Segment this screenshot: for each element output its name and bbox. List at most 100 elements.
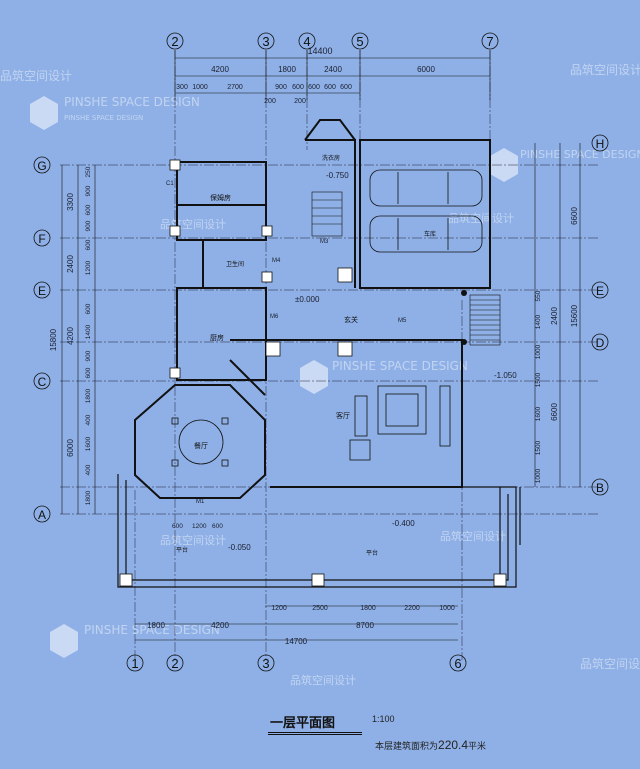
axis-bottom-1: 1 [131, 656, 138, 671]
dim-left-r2-2: 400 [85, 464, 92, 475]
dim-right-1: 6600 [570, 207, 579, 225]
floor-area-unit: 平米 [468, 742, 487, 752]
wm-text-6: 品筑空间设计 [440, 529, 506, 543]
wm-logo-text-1: PINSHE SPACE DESIGN [64, 95, 200, 109]
dim-right-r2-6: 1500 [535, 440, 542, 455]
dim-left-r2-11: 600 [85, 239, 92, 250]
axis-top-7: 7 [486, 34, 493, 49]
dim-left-r2-15: 250 [85, 166, 92, 177]
columns [119, 159, 507, 587]
stairs [311, 191, 501, 346]
dim-top-r2-3: 2700 [227, 84, 243, 91]
dim-left-r2-5: 1800 [85, 388, 92, 403]
top-dimensions [174, 50, 491, 100]
dim-right-r2-3: 1000 [535, 344, 542, 359]
axis-bubbles-left [33, 156, 51, 523]
dim-top-3: 2400 [324, 65, 342, 74]
dim-left-r2-13: 600 [85, 204, 92, 215]
room-garage: 车库 [424, 230, 436, 238]
watermark-group: PINSHE SPACE DESIGN PINSHE SPACE DESIGN … [0, 62, 640, 687]
axis-top-5: 5 [356, 34, 363, 49]
room-kitchen: 厨房 [210, 333, 224, 342]
floor-area: 本层建筑面积为220.4平米 [375, 738, 486, 752]
axis-bubbles-bottom [126, 654, 467, 672]
building-walls [134, 119, 491, 499]
axis-right-E: E [596, 284, 604, 298]
dim-left-r2-1: 1800 [85, 490, 92, 505]
door-tag-m1: M1 [196, 499, 205, 505]
dim-top-r3-2: 200 [294, 98, 306, 105]
garage-cars [369, 169, 483, 253]
dim-top-r2-7: 600 [324, 84, 336, 91]
axis-top-2: 2 [171, 34, 178, 49]
axis-bottom-3: 3 [262, 656, 269, 671]
logo-cube-icon [50, 624, 78, 658]
dim-dining-2: 1200 [192, 523, 207, 530]
door-tag-m5: M5 [398, 318, 407, 324]
dim-top-2: 1800 [278, 65, 296, 74]
dim-bottom-r0-5: 1000 [439, 605, 455, 612]
axis-top-3: 3 [262, 34, 269, 49]
dim-left-r2-12: 900 [85, 220, 92, 231]
dim-left-r2-6: 600 [85, 367, 92, 378]
door-tag-m4: M4 [272, 258, 281, 264]
dim-top-r2-5: 600 [292, 84, 304, 91]
column-dot [461, 339, 467, 345]
dim-left-r2-4: 400 [85, 414, 92, 425]
dim-bottom-total: 14700 [285, 637, 308, 646]
room-terrace-left: 平台 [176, 546, 188, 554]
axis-right-H: H [596, 137, 605, 151]
drawing-scale: 1:100 [372, 714, 395, 724]
bottom-dimensions [135, 605, 458, 641]
logo-cube-icon [300, 360, 328, 394]
dim-left-total: 15800 [49, 328, 58, 351]
dim-right-r2-5: 1600 [535, 406, 542, 421]
dim-bottom-2: 4200 [211, 621, 229, 630]
axis-left-A: A [38, 508, 46, 522]
dim-bottom-r0-3: 1800 [360, 605, 376, 612]
title-underline [268, 732, 362, 733]
wm-logo-sub-1: PINSHE SPACE DESIGN [64, 114, 143, 122]
dim-left-r2-3: 1600 [85, 436, 92, 451]
dim-bottom-r0-4: 2200 [404, 605, 420, 612]
axis-left-G: G [37, 159, 46, 173]
axis-left-F: F [38, 232, 45, 246]
room-dining: 餐厅 [194, 441, 208, 450]
dim-top-r2-6: 600 [308, 84, 320, 91]
dim-left-1: 3300 [66, 193, 75, 211]
room-living: 客厅 [336, 411, 350, 420]
room-laundry: 洗衣房 [322, 154, 340, 162]
dim-right-r2-1: 550 [535, 290, 542, 301]
dim-right-r2-7: 1000 [535, 468, 542, 483]
wm-text-8: 品筑空间设计 [580, 656, 640, 671]
axis-left-E: E [38, 284, 46, 298]
door-tag-m6: M6 [270, 314, 279, 320]
dim-left-3: 4200 [66, 327, 75, 345]
axis-lines [60, 50, 600, 660]
level-ground: ±0.000 [295, 295, 320, 304]
wm-text-7: 品筑空间设计 [290, 673, 356, 687]
level-laundry: -0.750 [326, 171, 349, 180]
drawing-title: 一层平面图 [270, 716, 336, 731]
right-dimensions [534, 143, 581, 487]
wm-logo-text-4: PINSHE SPACE DESIGN [84, 623, 220, 637]
dim-left-r2-10: 1200 [85, 260, 92, 275]
dim-top-4: 6000 [417, 65, 435, 74]
room-bedroom: 保姆房 [210, 193, 231, 202]
column-dot [461, 290, 467, 296]
axis-bottom-2: 2 [171, 656, 178, 671]
dim-top-r2-8: 600 [340, 84, 352, 91]
floor-area-label: 本层建筑面积为 [375, 742, 439, 752]
dim-bottom-r0-2: 2500 [312, 605, 328, 612]
left-dimensions [61, 165, 96, 514]
dim-top-r2-4: 900 [275, 84, 287, 91]
dim-right-total: 15600 [570, 304, 579, 327]
level-terrace: -0.400 [392, 519, 415, 528]
level-dining-step: -0.050 [228, 543, 251, 552]
axis-top-4: 4 [303, 34, 310, 49]
dim-left-4: 6000 [66, 439, 75, 457]
level-living: -1.050 [494, 371, 517, 380]
axis-right-B: B [596, 481, 604, 495]
wm-text-4: 品筑空间设计 [448, 211, 514, 225]
